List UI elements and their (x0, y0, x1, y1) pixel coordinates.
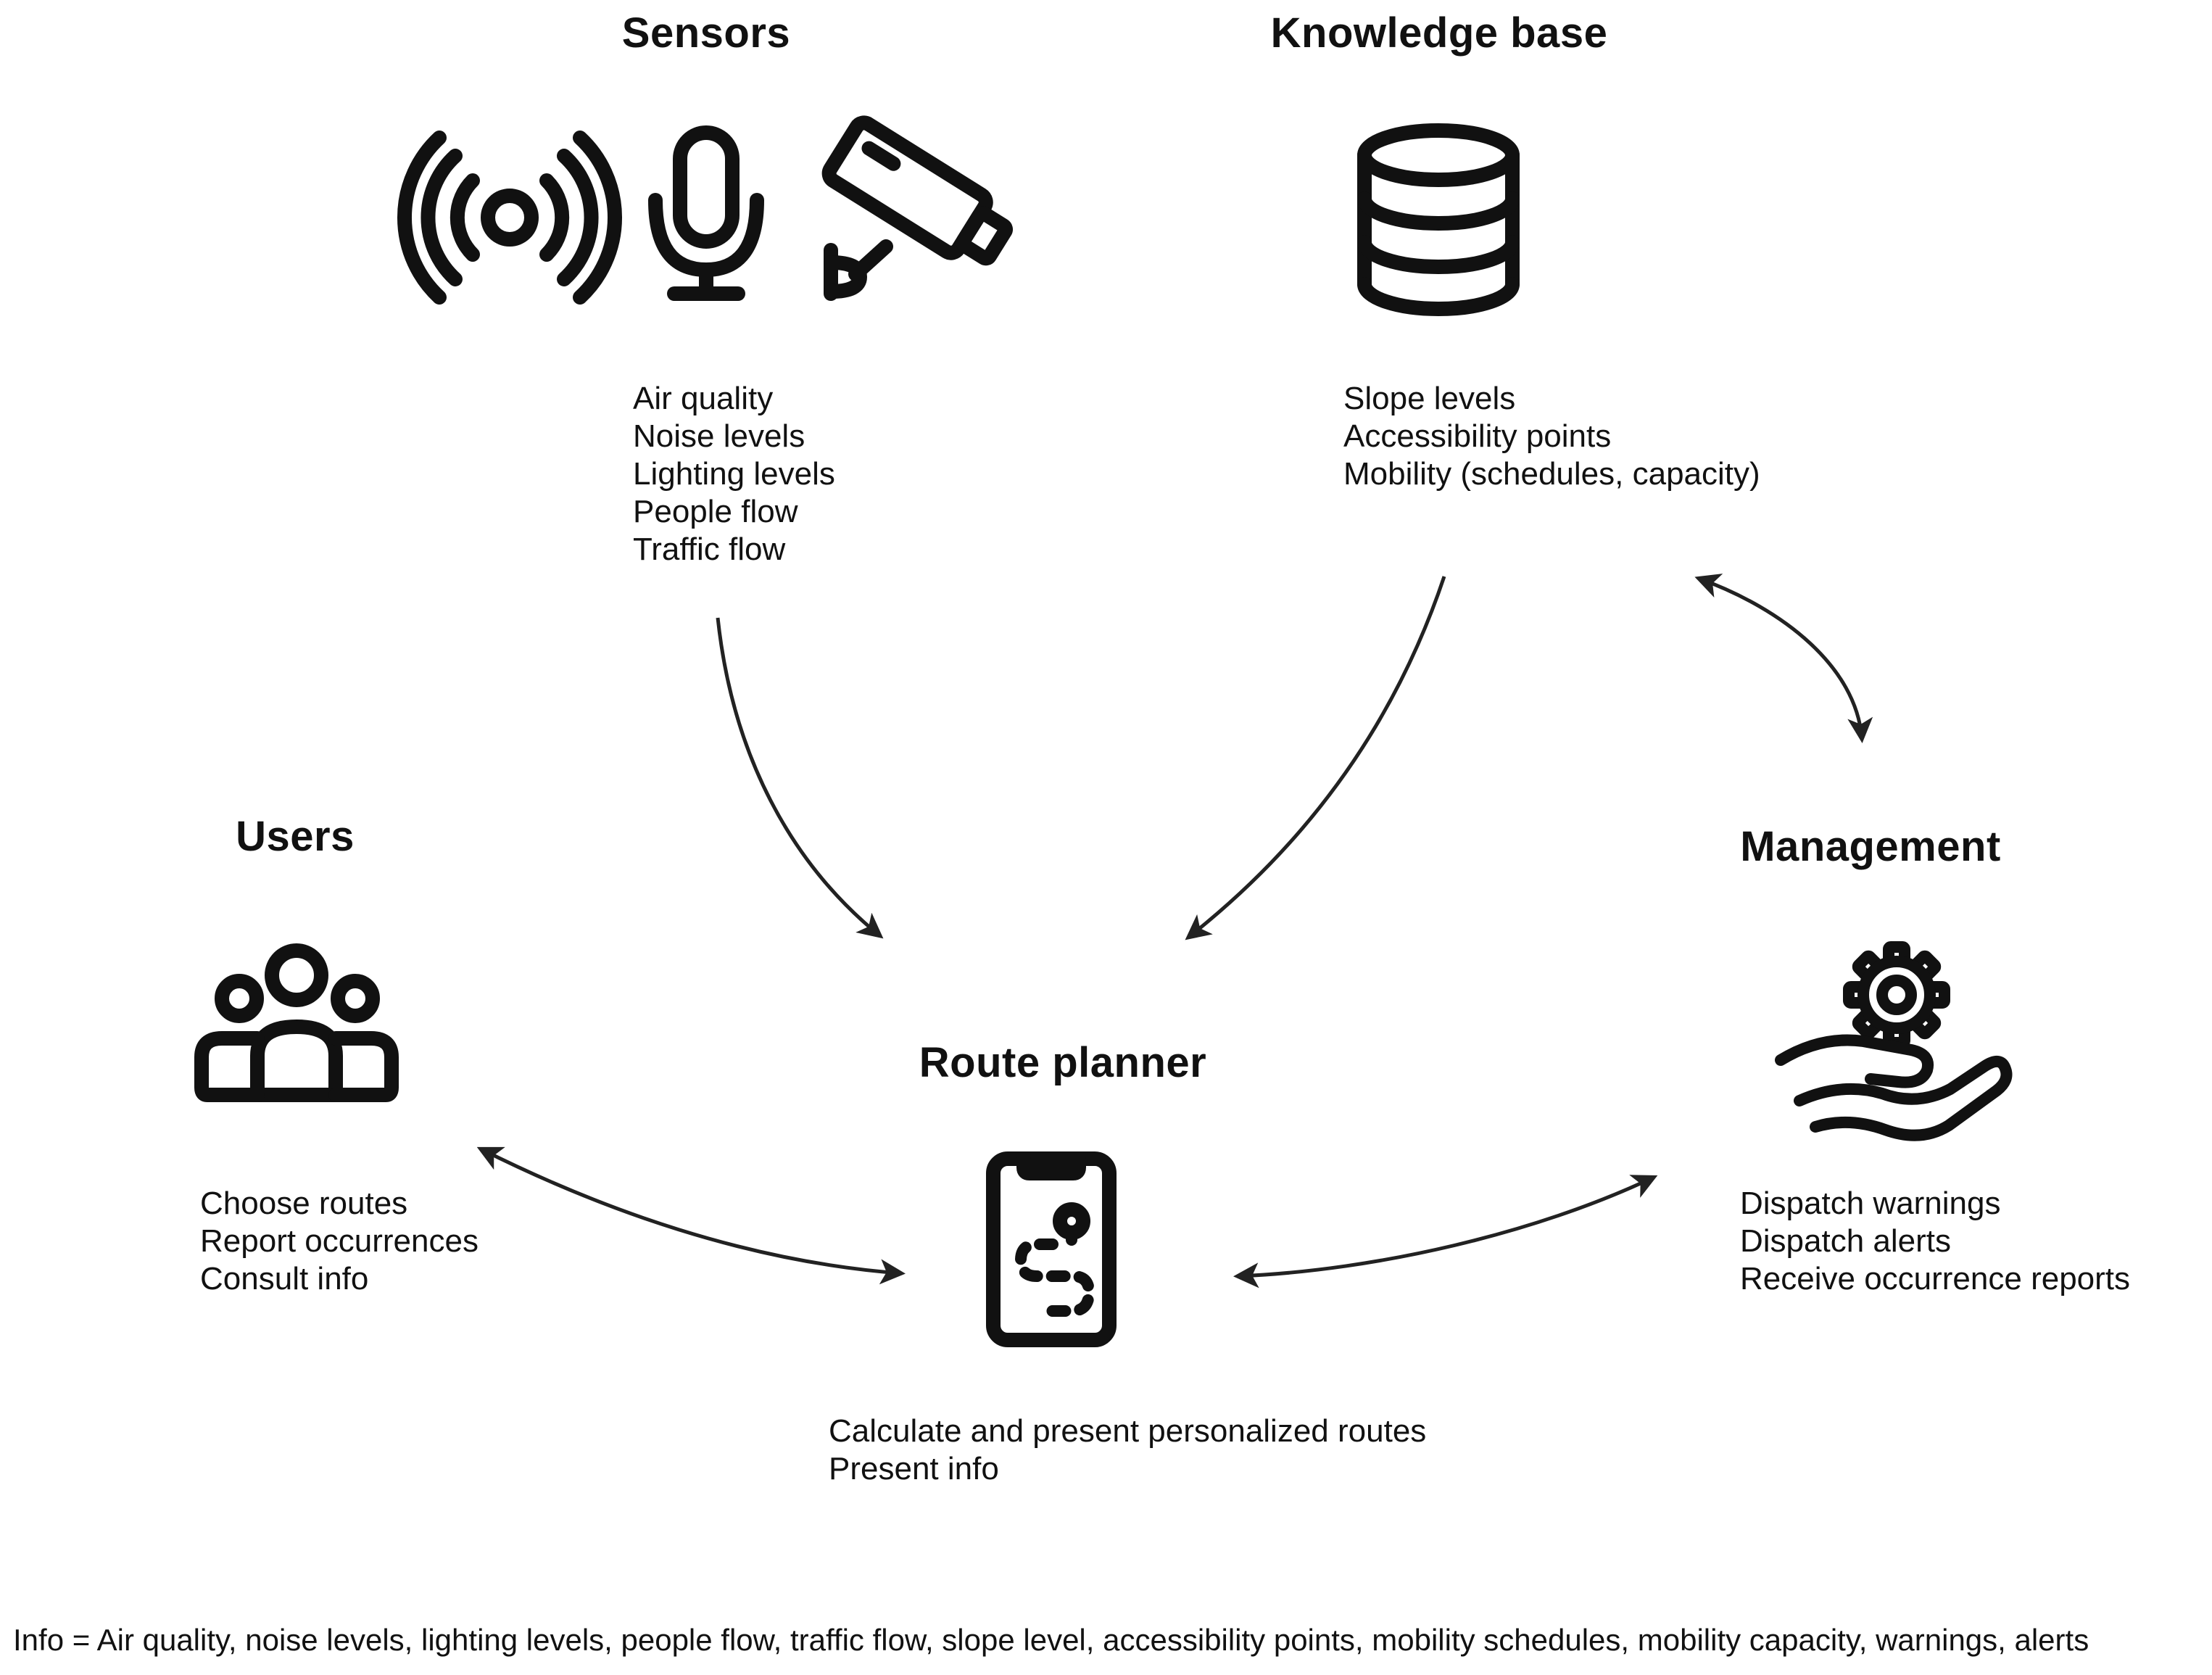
list-item: Choose routes (200, 1186, 408, 1221)
route-planner-list: Calculate and present personalized route… (829, 1413, 1426, 1488)
security-camera-icon (821, 115, 1014, 301)
knowledge-base-title: Knowledge base (1270, 9, 1608, 57)
list-item: Receive occurrence reports (1740, 1261, 2131, 1296)
route-planner-title: Route planner (919, 1039, 1207, 1086)
arrow-knowledge-base-management (1694, 574, 1873, 743)
list-item: Dispatch warnings (1740, 1186, 2001, 1221)
arrow-sensors-to-route-planner (716, 617, 884, 939)
management-list: Dispatch warnings Dispatch alerts Receiv… (1740, 1185, 2130, 1298)
sensors-title: Sensors (621, 9, 791, 57)
list-item: Report occurrences (200, 1223, 479, 1259)
sensors-list: Air quality Noise levels Lighting levels… (633, 380, 835, 568)
smartphone-route-icon (986, 1151, 1117, 1347)
list-item: Traffic flow (633, 532, 786, 567)
broadcast-icon (397, 131, 622, 305)
list-item: Present info (829, 1451, 999, 1486)
list-item: Noise levels (633, 418, 805, 454)
list-item: Calculate and present personalized route… (829, 1413, 1427, 1449)
arrow-users-route-planner (476, 1146, 906, 1285)
list-item: Lighting levels (633, 456, 835, 492)
list-item: Dispatch alerts (1740, 1223, 1952, 1259)
database-icon (1357, 123, 1520, 316)
list-item: Slope levels (1343, 381, 1516, 416)
arrow-management-route-planner (1233, 1175, 1658, 1289)
users-group-icon (194, 943, 399, 1102)
list-item: People flow (633, 494, 798, 529)
list-item: Accessibility points (1343, 418, 1612, 454)
hand-gear-icon (1775, 941, 2013, 1141)
footnote: Info = Air quality, noise levels, lighti… (13, 1623, 2089, 1657)
users-list: Choose routes Report occurrences Consult… (200, 1185, 479, 1298)
management-title: Management (1740, 823, 2001, 870)
arrow-knowledge-base-to-route-planner (1185, 576, 1446, 940)
list-item: Consult info (200, 1261, 369, 1296)
users-title: Users (236, 813, 355, 860)
microphone-icon (648, 125, 764, 301)
knowledge-base-list: Slope levels Accessibility points Mobili… (1343, 380, 1760, 493)
list-item: Mobility (schedules, capacity) (1343, 456, 1760, 492)
list-item: Air quality (633, 381, 774, 416)
